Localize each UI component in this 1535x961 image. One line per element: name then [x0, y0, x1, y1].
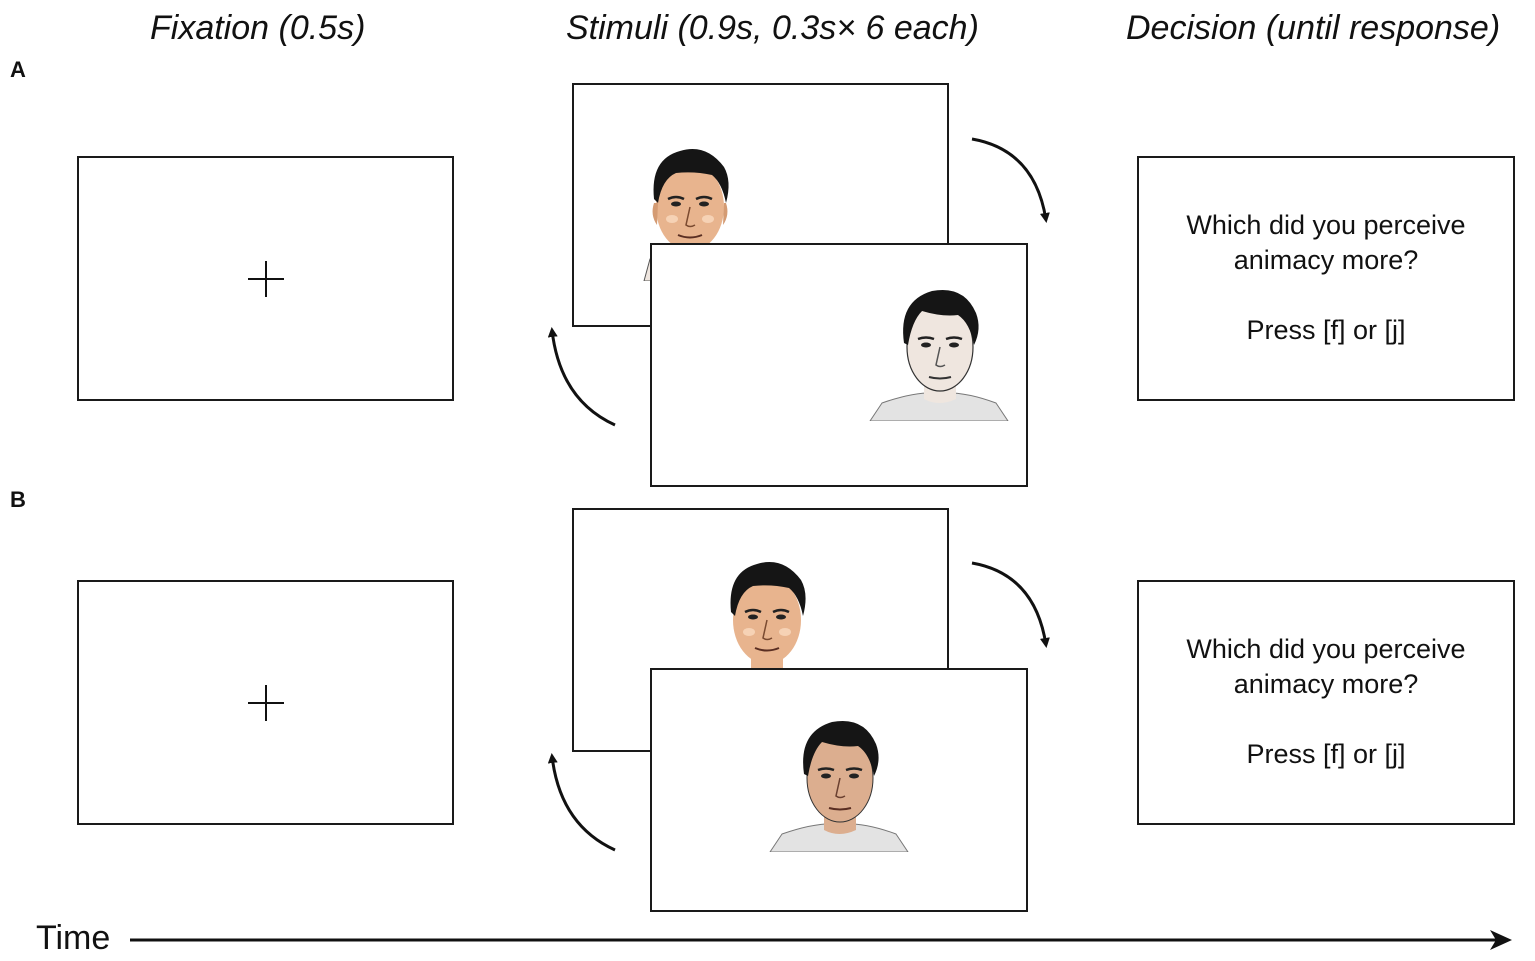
decision-instruction: Press [f] or [j] — [1246, 315, 1406, 345]
fixation-screen-a — [77, 156, 454, 401]
cycle-arrow-icon — [547, 327, 616, 427]
header-fixation: Fixation (0.5s) — [150, 9, 366, 47]
decision-question-line2: animacy more? — [1233, 245, 1419, 275]
time-arrow-head — [1490, 930, 1512, 950]
decision-screen-a: Which did you perceive animacy more? Pre… — [1137, 156, 1515, 401]
face-illustration — [769, 720, 909, 852]
cycle-arrow-icon — [971, 137, 1050, 223]
fixation-screen-b — [77, 580, 454, 825]
face-illustration — [869, 289, 1009, 421]
stimulus-screen-front-a — [650, 243, 1028, 487]
header-decision: Decision (until response) — [1126, 9, 1501, 47]
cycle-arrow-icon — [971, 561, 1050, 648]
decision-question-line1: Which did you perceive — [1186, 210, 1466, 240]
fixation-cross-icon — [247, 260, 284, 297]
panel-label-b: B — [10, 487, 26, 512]
cycle-arrow-icon — [547, 753, 616, 852]
decision-instruction: Press [f] or [j] — [1246, 739, 1406, 769]
time-label: Time — [36, 919, 111, 957]
header-stimuli: Stimuli (0.9s, 0.3s× 6 each) — [566, 9, 979, 47]
fixation-cross-icon — [247, 684, 284, 721]
panel-label-a: A — [10, 57, 26, 82]
decision-question-line1: Which did you perceive — [1186, 634, 1466, 664]
stimulus-screen-front-b — [650, 668, 1028, 912]
decision-question-line2: animacy more? — [1233, 669, 1419, 699]
decision-screen-b: Which did you perceive animacy more? Pre… — [1137, 580, 1515, 825]
